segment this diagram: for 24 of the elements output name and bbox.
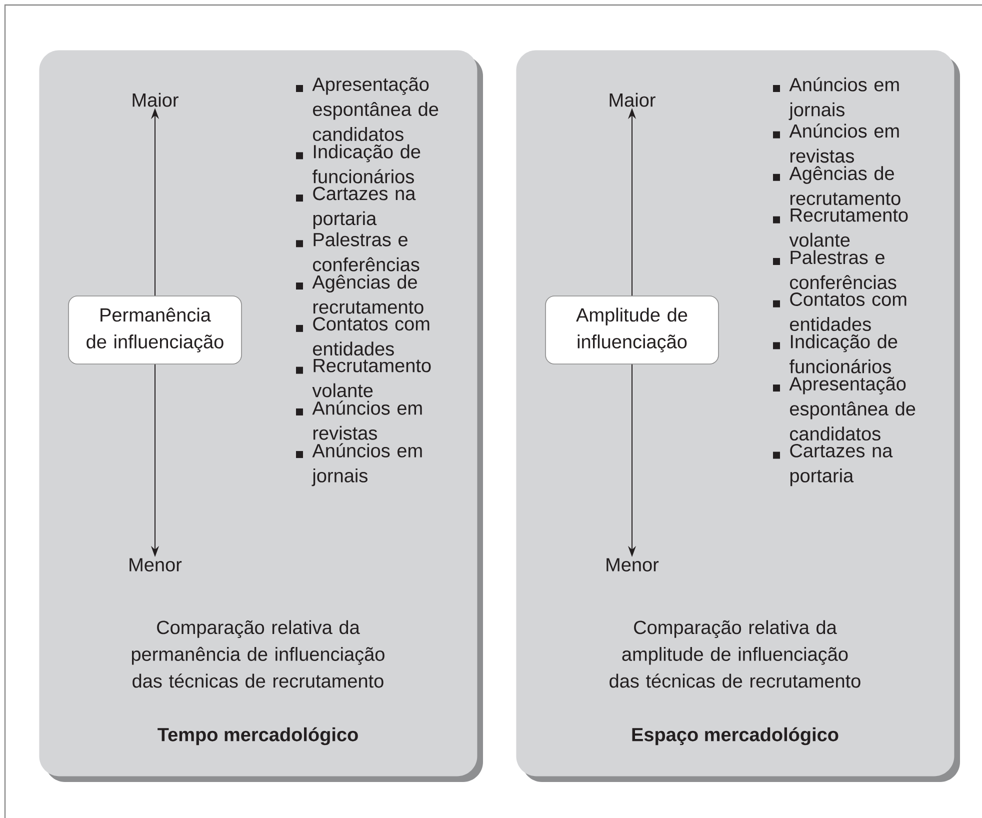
list-item: Agências de recrutamento [773, 166, 900, 206]
list-item: Recrutamento volante [296, 359, 431, 398]
list-item: Recrutamento volante [773, 208, 908, 247]
list-item: Anúncios em revistas [296, 400, 422, 440]
list-item: Palestras e conferências [296, 232, 420, 272]
list-item: Indicação de funcionários [773, 334, 898, 374]
axis-label: Maior [132, 92, 178, 107]
list-item: Apresentação espontânea de candidatos [296, 77, 438, 141]
list-item: Indicação de funcionários [296, 144, 420, 184]
list-item: Anúncios em revistas [773, 124, 899, 163]
list-item: Anúncios em jornais [773, 77, 899, 120]
axis-label: Menor [130, 558, 182, 572]
list-item: Anúncios em jornais [296, 443, 422, 486]
list-item: Palestras e conferências [773, 250, 896, 290]
list-item: Apresentação espontânea de candidatos [773, 376, 916, 441]
list-item: Cartazes na portaria [773, 444, 893, 486]
list-item: Cartazes na portaria [296, 186, 416, 229]
list-item: Contatos com entidades [296, 317, 430, 356]
label-box: Amplitude de influenciação [545, 296, 719, 364]
list-item: Contatos com entidades [773, 292, 906, 331]
label-box: Permanência de influenciação [68, 296, 242, 364]
axis-label: Menor [606, 558, 659, 572]
list-item: Agências de recrutamento [296, 274, 424, 314]
axis-label: Maior [610, 92, 656, 107]
